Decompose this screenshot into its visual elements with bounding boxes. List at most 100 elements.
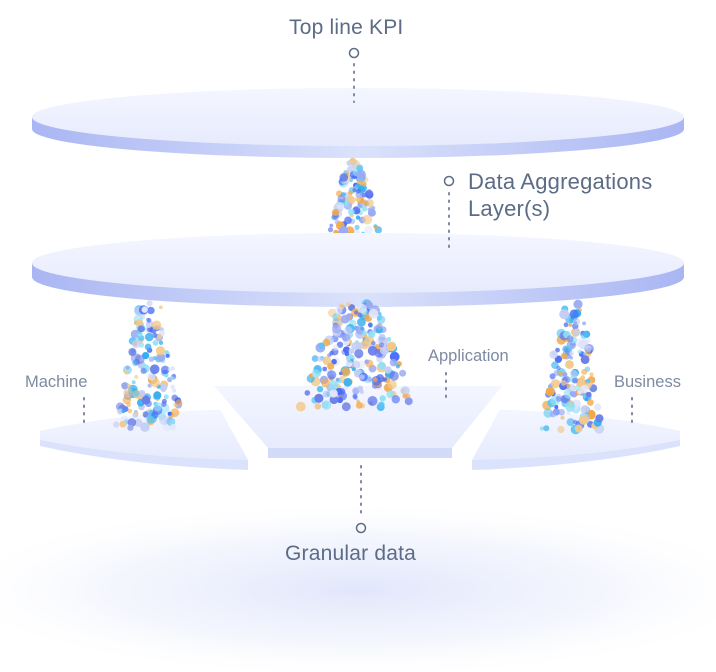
data-dot <box>322 366 328 372</box>
data-dot <box>378 333 386 342</box>
data-dot <box>356 183 361 188</box>
data-dot <box>170 384 176 390</box>
data-dot <box>348 208 355 216</box>
data-dot <box>133 390 140 398</box>
data-dot <box>574 424 583 433</box>
data-dot <box>127 408 133 414</box>
data-dot <box>594 403 602 411</box>
data-dot <box>549 373 556 380</box>
data-dot <box>170 376 174 380</box>
data-dot <box>346 354 355 363</box>
data-dot <box>165 353 170 358</box>
data-dot <box>334 306 343 315</box>
data-dot <box>376 323 383 330</box>
data-dot <box>127 418 137 427</box>
data-dot <box>159 415 170 426</box>
data-dot <box>146 300 153 307</box>
data-dot <box>373 377 378 382</box>
data-dot <box>134 411 139 416</box>
data-dot <box>580 384 589 394</box>
data-dot <box>554 404 559 409</box>
data-dot <box>585 338 591 344</box>
data-dot <box>137 325 145 333</box>
data-dot <box>131 339 141 349</box>
data-dot <box>580 405 590 414</box>
data-dot <box>560 352 568 360</box>
data-dot <box>166 417 176 427</box>
business-platform <box>472 410 680 470</box>
data-dot <box>555 347 560 353</box>
data-dot <box>565 360 574 369</box>
data-dot <box>336 341 344 348</box>
data-dot <box>355 215 361 220</box>
data-dot <box>119 420 127 428</box>
data-dot <box>378 361 386 370</box>
data-dot <box>135 319 144 328</box>
data-dot <box>341 332 351 342</box>
data-dot <box>572 377 578 384</box>
data-dot <box>354 196 361 203</box>
application-dots-cluster <box>295 299 413 412</box>
data-dot <box>569 351 575 356</box>
data-dot <box>147 306 155 315</box>
data-dot <box>145 332 154 342</box>
data-dot <box>160 365 170 375</box>
data-dot <box>549 350 558 359</box>
data-dot <box>124 370 129 375</box>
data-dot <box>586 378 591 384</box>
data-dot <box>569 391 575 396</box>
data-dot <box>577 349 582 354</box>
data-dot <box>376 356 383 363</box>
data-dot <box>321 378 330 388</box>
data-dot <box>131 380 136 385</box>
data-dot <box>400 386 410 396</box>
data-dot <box>348 348 355 354</box>
data-dot <box>391 395 400 404</box>
data-dot <box>386 341 397 352</box>
data-dot <box>367 376 372 382</box>
data-dot <box>545 386 555 397</box>
data-dot <box>331 208 340 216</box>
data-dot <box>331 358 337 365</box>
application-platform <box>214 386 502 458</box>
data-dot <box>349 157 356 164</box>
data-dot <box>352 188 357 193</box>
granular-connector <box>355 465 367 534</box>
data-dot <box>339 173 349 182</box>
data-dot <box>383 377 387 382</box>
data-dot <box>379 395 386 402</box>
aggregation-connector <box>443 175 455 249</box>
data-dot <box>572 317 581 326</box>
data-dot <box>153 391 162 400</box>
data-dot <box>121 382 129 390</box>
data-dot <box>146 415 155 424</box>
data-dot <box>295 401 306 412</box>
data-dot <box>569 356 573 360</box>
data-dot <box>344 326 353 335</box>
data-dot <box>316 385 324 393</box>
data-dot <box>384 366 392 374</box>
data-dot <box>373 224 379 230</box>
data-dot <box>123 387 133 398</box>
data-dot <box>565 401 576 412</box>
data-dot <box>332 324 342 334</box>
data-dot <box>539 426 545 431</box>
data-dot <box>580 355 590 364</box>
data-dot <box>314 403 322 410</box>
data-dot <box>317 356 324 362</box>
data-dot <box>580 375 585 380</box>
data-dot <box>367 322 373 328</box>
data-dot <box>389 351 400 362</box>
data-dot <box>357 317 366 327</box>
data-dot <box>356 164 364 172</box>
data-dot <box>152 332 158 338</box>
data-dot <box>354 224 360 230</box>
data-dot <box>543 425 550 432</box>
data-dot <box>153 402 163 411</box>
data-dot <box>141 306 148 313</box>
data-dot <box>558 371 563 376</box>
data-dot <box>361 181 367 187</box>
data-dot <box>351 360 361 369</box>
data-dot <box>354 310 359 315</box>
